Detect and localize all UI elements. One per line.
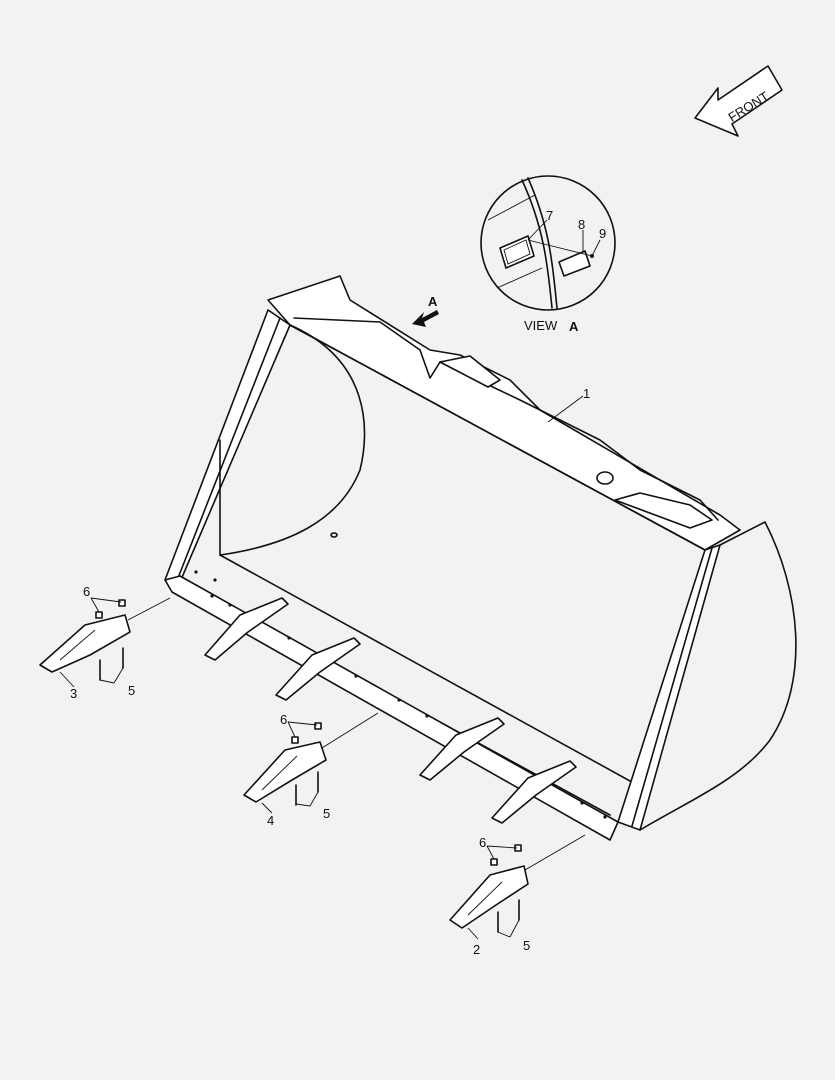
tooth-assembly-left: 6 5 3 bbox=[39, 584, 171, 701]
callout-2: 2 bbox=[473, 942, 480, 957]
callout-3: 3 bbox=[70, 686, 77, 701]
callout-5: 5 bbox=[323, 806, 330, 821]
tooth-assembly-right: 6 5 2 bbox=[449, 834, 586, 957]
callout-8: 8 bbox=[578, 217, 585, 232]
callout-5: 5 bbox=[128, 683, 135, 698]
callout-4: 4 bbox=[267, 813, 274, 828]
callout-6: 6 bbox=[280, 712, 287, 727]
callout-6: 6 bbox=[479, 835, 486, 850]
view-a-detail: 7 8 9 VIEW A bbox=[480, 175, 616, 334]
view-arrow-label: A bbox=[428, 294, 438, 309]
callout-9: 9 bbox=[599, 226, 606, 241]
bucket: 1 bbox=[164, 275, 797, 841]
view-letter: A bbox=[569, 319, 579, 334]
callout-7: 7 bbox=[546, 208, 553, 223]
callout-5: 5 bbox=[523, 938, 530, 953]
view-caption: VIEW bbox=[524, 318, 558, 333]
mounted-teeth bbox=[204, 597, 577, 824]
tooth-assembly-middle: 6 5 4 bbox=[243, 712, 379, 828]
front-arrow-icon: FRONT bbox=[694, 65, 783, 137]
callout-6: 6 bbox=[83, 584, 90, 599]
callout-1: 1 bbox=[583, 386, 590, 401]
view-direction-arrow-icon: A bbox=[412, 294, 439, 327]
